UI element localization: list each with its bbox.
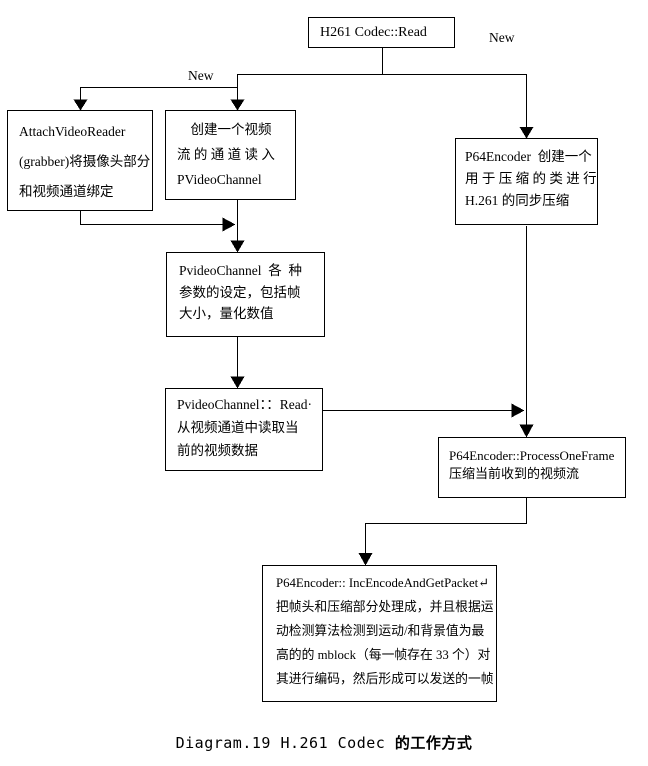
caption-latin: Diagram.19 H.261 Codec (175, 734, 395, 752)
arrowhead (519, 424, 534, 438)
arrowhead (230, 240, 245, 253)
node-text: 压缩当前收到的视频流 (449, 466, 580, 481)
arrowhead (358, 553, 373, 566)
node-text: 用 于 压 缩 的 类 进 行 (465, 171, 597, 186)
node-text: PvideoChannel 各 种 (179, 263, 302, 278)
node-text: 其进行编码，然后形成可以发送的一帧 (276, 672, 494, 686)
node-text: (grabber)将摄像头部分 (19, 154, 151, 169)
node-text: 高的的 mblock（每一帧存在 33 个）对 (276, 648, 491, 662)
node-text: P64Encoder::ProcessOneFrame (449, 448, 615, 463)
connector-line (365, 498, 527, 553)
node-text: 把帧头和压缩部分处理成，并且根据运 (276, 600, 494, 614)
node-text: 动检测算法检测到运动/和背景值为最 (276, 624, 485, 638)
arrowhead (519, 127, 534, 139)
node-text: P64Encoder:: IncEncodeAndGetPacket↵ (276, 576, 489, 590)
label-new-left: New (188, 68, 214, 83)
arrowhead (511, 403, 525, 418)
node-text: 从视频通道中读取当 (177, 420, 299, 435)
node-text: 大小，量化数值 (179, 306, 274, 321)
node-text: P64Encoder 创建一个 (465, 149, 592, 164)
node-p64encoder-create: P64Encoder 创建一个 用 于 压 缩 的 类 进 行 H.261 的同… (455, 138, 598, 225)
node-text: 参数的设定，包括帧 (179, 284, 301, 300)
node-pvideochannel-params: PvideoChannel 各 种 参数的设定，包括帧 大小，量化数值 (166, 252, 325, 337)
node-text: PVideoChannel (177, 172, 262, 187)
arrowhead (73, 99, 88, 111)
label-new-right: New (489, 30, 515, 45)
node-text: 创建一个视频 (177, 122, 272, 137)
node-inc-encode-and-get-packet: P64Encoder:: IncEncodeAndGetPacket↵ 把帧头和… (262, 565, 497, 702)
node-text: H261 Codec::Read (320, 25, 427, 40)
caption-cjk: 的工作方式 (394, 734, 473, 752)
arrowhead (230, 376, 245, 389)
node-create-video-channel: 创建一个视频 流 的 通 道 读 入 PVideoChannel (165, 110, 296, 200)
node-text: 流 的 通 道 读 入 (177, 147, 275, 162)
node-attach-video-reader: AttachVideoReader (grabber)将摄像头部分 和视频通道绑… (7, 110, 153, 211)
node-text: H.261 的同步压缩 (465, 193, 570, 208)
arrowhead (230, 99, 245, 111)
diagram-caption: Diagram.19 H.261 Codec 的工作方式 (0, 732, 648, 753)
node-pvideochannel-read: PvideoChannel：：Read· 从视频通道中读取当 前的视频数据 (165, 388, 323, 471)
node-h261-codec-read: H261 Codec::Read (308, 17, 455, 48)
node-text: PvideoChannel：：Read· (177, 397, 312, 412)
node-text: 和视频通道绑定 (19, 184, 114, 199)
node-process-one-frame: P64Encoder::ProcessOneFrame 压缩当前收到的视频流 (438, 437, 626, 498)
node-text: AttachVideoReader (19, 124, 126, 139)
connector-line (80, 210, 223, 225)
node-text: 前的视频数据 (177, 443, 258, 458)
arrowhead (222, 217, 236, 232)
